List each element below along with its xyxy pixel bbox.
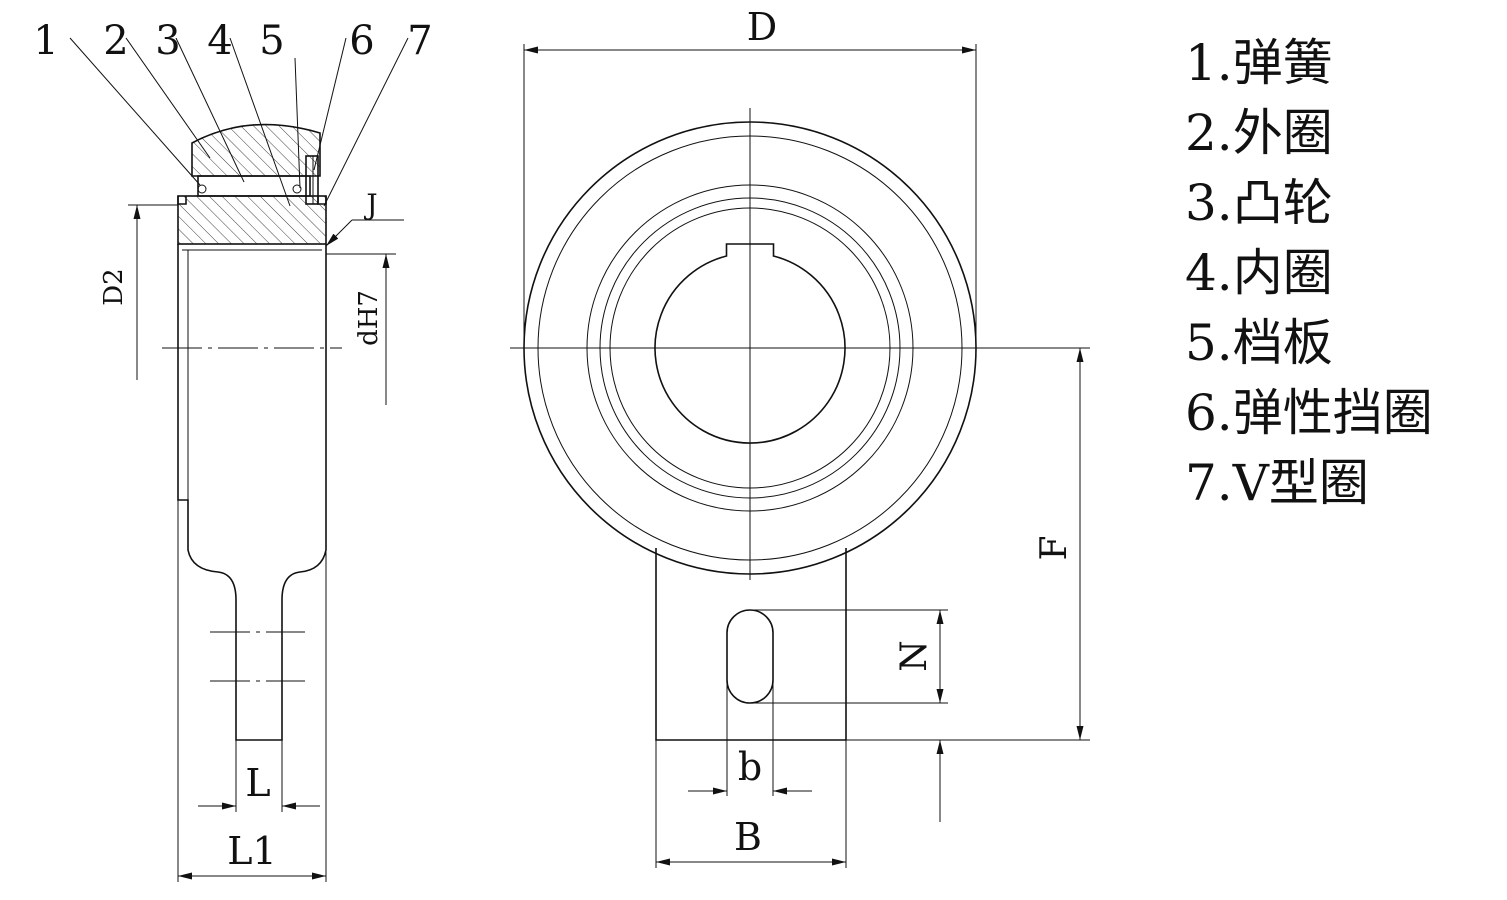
v-seal-left xyxy=(177,196,187,205)
dimension-D: D xyxy=(747,5,777,49)
dimension-b: b xyxy=(738,745,762,789)
part-number-5: 5 xyxy=(259,18,284,64)
dimension-dH7: dH7 xyxy=(354,290,384,346)
legend-item-inner-ring: 4.内圈 xyxy=(1185,244,1333,302)
inner-ring-section xyxy=(177,195,327,245)
dimension-J: J xyxy=(363,188,377,221)
legend-item-retainer-plate: 5.档板 xyxy=(1185,314,1333,372)
v-seal-right xyxy=(317,196,327,205)
legend-item-circlip: 6.弹性挡圈 xyxy=(1185,384,1433,442)
part-number-2: 2 xyxy=(103,18,128,64)
arm-outline xyxy=(655,548,847,741)
dimension-L: L xyxy=(245,761,270,805)
part-number-4: 4 xyxy=(207,18,232,64)
part-number-1: 1 xyxy=(33,18,58,64)
bore-with-keyway xyxy=(654,243,846,444)
cam-strip xyxy=(197,175,311,197)
legend-item-v-seal: 7.V型圈 xyxy=(1185,454,1369,512)
dimension-N: N xyxy=(894,640,935,672)
part-leaders xyxy=(69,37,409,207)
dimension-D2: D2 xyxy=(99,268,129,305)
spring-left xyxy=(197,184,207,194)
dimension-L1: L1 xyxy=(227,829,276,873)
torque-arm-body-outline xyxy=(177,244,327,741)
part-number-6: 6 xyxy=(349,18,374,64)
dimension-F: F xyxy=(1034,536,1075,561)
legend-item-outer-ring: 2.外圈 xyxy=(1185,104,1333,162)
part-number-7: 7 xyxy=(407,18,432,64)
legend-item-cam: 3.凸轮 xyxy=(1185,174,1333,232)
legend-item-spring: 1.弹簧 xyxy=(1185,34,1333,92)
dimension-B: B xyxy=(734,815,762,859)
parts-legend: 1.弹簧 2.外圈 3.凸轮 4.内圈 5.档板 6.弹性挡圈 7.V型圈 xyxy=(1185,28,1485,518)
front-view: D F N b B xyxy=(510,5,1090,868)
mounting-slot xyxy=(726,609,774,704)
part-number-3: 3 xyxy=(155,18,180,64)
spring-right xyxy=(292,184,302,194)
side-view: 1 2 3 4 5 6 7 D2 J dH7 L L1 xyxy=(33,18,433,882)
j-leader xyxy=(325,219,353,247)
outer-ring-section xyxy=(191,123,321,177)
